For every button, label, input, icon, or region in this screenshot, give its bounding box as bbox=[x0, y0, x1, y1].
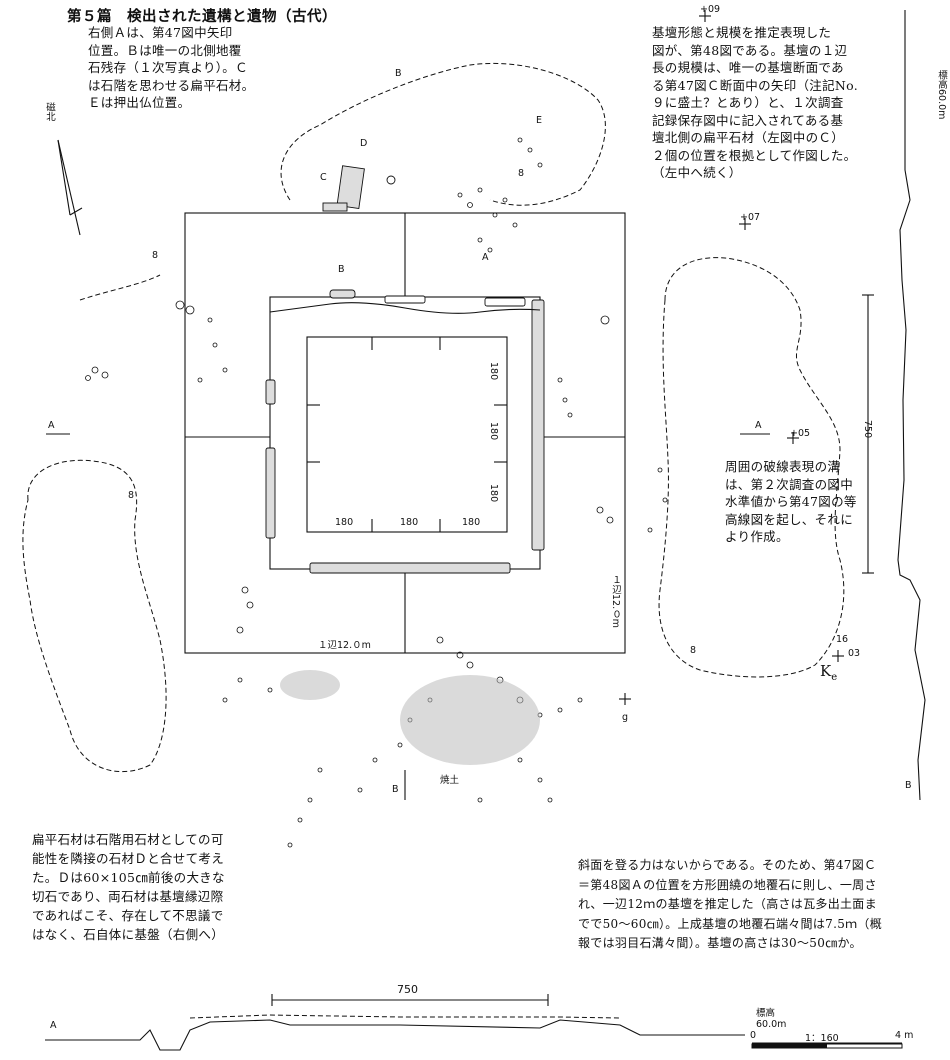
survey-point-03: 03 bbox=[848, 648, 861, 659]
note-line: Ｅは押出仏位置。 bbox=[88, 95, 191, 110]
note-line: 位置。Ｂは唯一の北側地覆 bbox=[88, 42, 242, 58]
foundation-stones bbox=[265, 289, 545, 574]
note-line: 右側Ａは、第47図中矢印 bbox=[88, 25, 233, 40]
dim-180-2: 180 bbox=[400, 517, 419, 528]
number-16: 16 bbox=[836, 634, 849, 645]
dim-180-4: 180 bbox=[488, 362, 499, 381]
note-top-right: 基壇形態と規模を推定表現した 図が、第48図である。基壇の１辺 長の規模は、唯一… bbox=[652, 24, 892, 182]
scale-bar bbox=[751, 1042, 903, 1049]
elevation-top-label: 標高60.0m bbox=[936, 70, 947, 120]
note-line: れ、一辺12ｍの基壇を推定した（高さは瓦多出土面ま bbox=[578, 897, 877, 911]
scale-zero: 0 bbox=[750, 1030, 757, 1041]
survey-point-05: +05 bbox=[790, 428, 811, 439]
note-line: はなく、石自体に基盤（右側へ） bbox=[32, 927, 225, 942]
side-length-h: １辺12.０m bbox=[318, 640, 371, 651]
scale-ratio: 1：160 bbox=[805, 1033, 839, 1044]
label-b-right: B bbox=[905, 780, 912, 791]
note-line: 石残存（１次写真より）。Ｃ bbox=[88, 60, 248, 75]
contour-8-a: 8 bbox=[152, 250, 159, 261]
note-line: 周囲の破線表現の溝 bbox=[725, 459, 841, 474]
label-d: D bbox=[360, 138, 368, 149]
scale-four-m: 4 m bbox=[895, 1030, 914, 1041]
note-line: た。Ｄは60×105㎝前後の大きな bbox=[32, 870, 225, 885]
dim-180-6: 180 bbox=[488, 484, 499, 503]
contour-8-d: 8 bbox=[690, 645, 697, 656]
note-line: ＝第48図Ａの位置を方形囲繞の地覆石に則し、一周さ bbox=[578, 877, 877, 892]
note-line: より作成。 bbox=[725, 529, 789, 544]
note-bottom-right: 斜面を登る力はないからである。そのため、第47図Ｃ ＝第48図Ａの位置を方形囲繞… bbox=[578, 856, 948, 954]
inner-platform-outline bbox=[269, 296, 541, 570]
innermost-square bbox=[306, 336, 508, 533]
label-b-top: B bbox=[395, 68, 402, 79]
note-line: 水準値から第47図の等 bbox=[725, 494, 857, 509]
label-a-top: A bbox=[482, 252, 489, 263]
note-line: は、第２次調査の図中 bbox=[725, 476, 854, 492]
label-c: C bbox=[320, 172, 327, 183]
north-label: 磁北 bbox=[44, 102, 55, 121]
burnt-soil-area bbox=[280, 670, 540, 765]
note-line: 高線図を起し、それに bbox=[725, 511, 854, 527]
label-b-mid: B bbox=[338, 264, 345, 275]
page-title: 第５篇 検出された遺構と遺物（古代） bbox=[67, 8, 337, 25]
note-line: ２個の位置を根拠として作図した。 bbox=[652, 147, 857, 163]
note-line: る第47図Ｃ断面中の矢印（注記No. bbox=[652, 77, 859, 93]
survey-point-09: +09 bbox=[700, 4, 721, 15]
side-length-v: １辺12.０m bbox=[610, 575, 621, 628]
burnt-soil-label: 焼土 bbox=[440, 775, 460, 786]
label-e: E bbox=[536, 115, 543, 126]
label-a-section: A bbox=[50, 1020, 57, 1031]
note-line: でで50～60㎝）。上成基壇の地覆石端々間は7.5ｍ（概 bbox=[578, 916, 883, 931]
note-line: 記録保存図中に記入されてある基 bbox=[652, 112, 844, 128]
debris-scatter bbox=[85, 137, 668, 848]
label-b-bottom: B bbox=[392, 784, 399, 795]
note-line: 長の規模は、唯一の基壇断面であ bbox=[652, 60, 844, 75]
dim-180-3: 180 bbox=[462, 517, 481, 528]
label-ke: Ke bbox=[820, 662, 838, 683]
note-line: （左中へ続く） bbox=[652, 165, 742, 180]
label-g: g bbox=[622, 712, 629, 723]
dim-180-1: 180 bbox=[335, 517, 354, 528]
dim-750-v: 750 bbox=[862, 420, 873, 439]
note-line: 基壇形態と規模を推定表現した bbox=[652, 25, 832, 40]
note-mid-right: 周囲の破線表現の溝 は、第２次調査の図中 水準値から第47図の等 高線図を起し、… bbox=[725, 458, 865, 546]
stones-c-d bbox=[322, 165, 396, 212]
note-line: 切石であり、両石材は基壇縁辺際 bbox=[32, 889, 224, 904]
note-line: 能性を隣接の石材Ｄと合せて考え bbox=[32, 851, 225, 866]
dim-180-5: 180 bbox=[488, 422, 499, 441]
note-line: 扁平石材は石階用石材としての可 bbox=[32, 832, 224, 847]
survey-point-07: +07 bbox=[740, 212, 761, 223]
bottom-section-profile bbox=[45, 994, 745, 1051]
contour-8-c: 8 bbox=[128, 490, 135, 501]
dim-750-h: 750 bbox=[397, 983, 418, 996]
note-line: 図が、第48図である。基壇の１辺 bbox=[652, 42, 848, 58]
note-line: ９に盛土？とあり）と、１次調査 bbox=[652, 95, 844, 110]
contour-8-b: 8 bbox=[518, 168, 525, 179]
note-line: 報では羽目石溝々間）。基壇の高さは30～50㎝か。 bbox=[578, 936, 862, 950]
note-line: 斜面を登る力はないからである。そのため、第47図Ｃ bbox=[578, 858, 877, 872]
note-line: であればこそ、存在して不思議で bbox=[32, 908, 224, 923]
label-a-left: A bbox=[48, 420, 55, 431]
note-line: は石階を思わせる扁平石材。 bbox=[88, 77, 255, 93]
label-a-right: A bbox=[755, 420, 762, 431]
note-line: 壇北側の扁平石材（左図中のＣ） bbox=[652, 130, 845, 145]
right-section-profile bbox=[862, 10, 926, 801]
note-top-left: 右側Ａは、第47図中矢印 位置。Ｂは唯一の北側地覆 石残存（１次写真より）。Ｃ … bbox=[88, 24, 268, 112]
north-arrow bbox=[57, 139, 83, 236]
note-bottom-left: 扁平石材は石階用石材としての可 能性を隣接の石材Ｄと合せて考え た。Ｄは60×1… bbox=[32, 830, 282, 944]
